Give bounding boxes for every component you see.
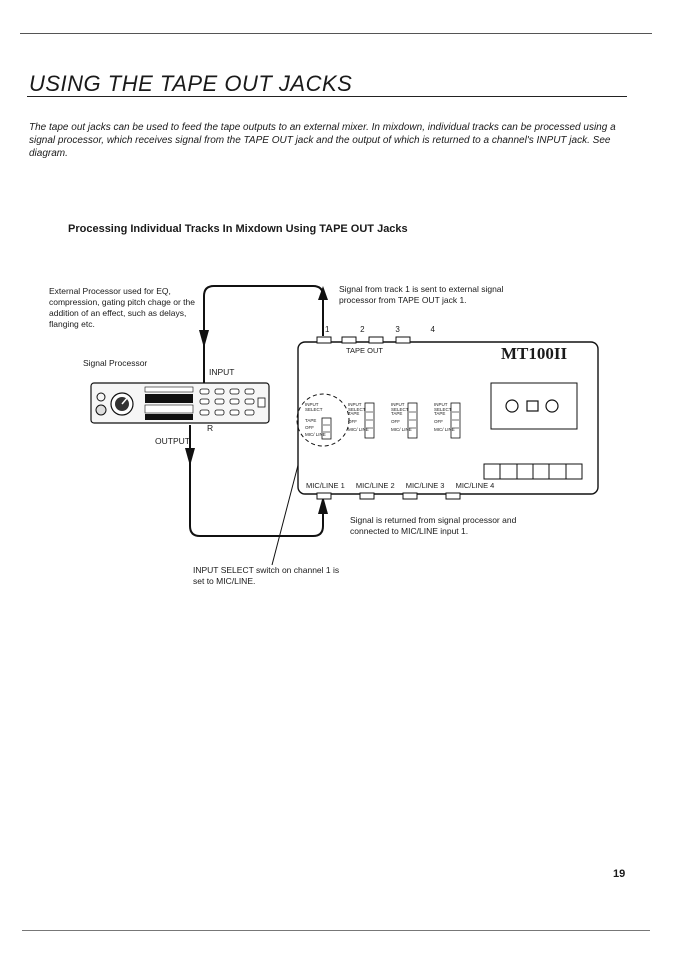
page-number: 19 — [613, 868, 626, 880]
title-rule — [27, 96, 627, 97]
input-select-note: INPUT SELECT switch on channel 1 is set … — [193, 565, 340, 586]
tape-out-channel-numbers: 1 2 3 4 — [325, 325, 435, 334]
section-heading: Processing Individual Tracks In Mixdown … — [68, 223, 408, 235]
return-cable — [189, 425, 324, 537]
switch-position-labels: TAPE OFF MIC/ LINE — [305, 417, 326, 438]
channel-number: 4 — [430, 325, 435, 334]
mic-line-label: MIC/LINE 2 — [355, 481, 395, 490]
mic-line-label: MIC/LINE 1 — [306, 481, 345, 490]
channel-number: 2 — [360, 325, 365, 334]
mic-line-position-label: MIC/ LINE — [348, 427, 369, 432]
switch-header-label: INPUT SELECT — [305, 402, 323, 412]
off-position-label: OFF — [391, 419, 400, 424]
signal-from-track-note: Signal from track 1 is sent to external … — [339, 284, 504, 305]
bottom-rule — [22, 930, 650, 931]
mic-line-label: MIC/LINE 4 — [455, 481, 495, 490]
mt100ii-panel — [296, 336, 599, 500]
mic-line-labels: MIC/LINE 1 MIC/LINE 2 MIC/LINE 3 MIC/LIN… — [306, 481, 503, 490]
switch-position-labels: TAPE OFF MIC/ LINE — [391, 410, 412, 434]
off-position-label: OFF — [348, 419, 357, 424]
tape-position-label: TAPE — [305, 418, 317, 423]
mic-line-position-label: MIC/ LINE — [305, 432, 326, 437]
output-arrow-down — [185, 448, 195, 466]
mic-line-position-label: MIC/ LINE — [434, 427, 455, 432]
signal-processor-label: Signal Processor — [83, 358, 148, 368]
off-position-label: OFF — [434, 419, 443, 424]
page-title: USING THE TAPE OUT JACKS — [29, 71, 353, 96]
channel-number: 3 — [395, 325, 400, 334]
tape-position-label: TAPE — [434, 411, 446, 416]
off-position-label: OFF — [305, 425, 314, 430]
tape-out-label: TAPE OUT — [346, 346, 383, 355]
channel-number: 1 — [325, 325, 330, 334]
tape-position-label: TAPE — [348, 411, 360, 416]
output-label: OUTPUT — [155, 436, 190, 446]
mic-line-label: MIC/LINE 3 — [405, 481, 445, 490]
switch-header-label: INPUT SELECT — [391, 402, 409, 412]
signal-returned-note: Signal is returned from signal processor… — [350, 515, 517, 536]
signal-processor-unit — [90, 382, 270, 424]
external-processor-description: External Processor used for EQ, compress… — [49, 286, 196, 329]
switch-position-labels: TAPE OFF MIC/ LINE — [348, 410, 369, 434]
switch-header-label: INPUT SELECT — [348, 402, 366, 412]
switch-position-labels: TAPE OFF MIC/ LINE — [434, 410, 455, 434]
return-arrow-up — [318, 496, 328, 514]
input-arrow-down — [199, 330, 209, 348]
r-label: R — [207, 423, 214, 433]
tape-position-label: TAPE — [391, 411, 403, 416]
switch-header-label: INPUT SELECT — [434, 402, 452, 412]
send-arrow-up — [318, 286, 328, 300]
top-rule — [20, 33, 652, 34]
input-label: INPUT — [209, 367, 235, 377]
model-name: MT100II — [501, 344, 568, 363]
mic-line-position-label: MIC/ LINE — [391, 427, 412, 432]
intro-paragraph: The tape out jacks can be used to feed t… — [29, 122, 616, 159]
